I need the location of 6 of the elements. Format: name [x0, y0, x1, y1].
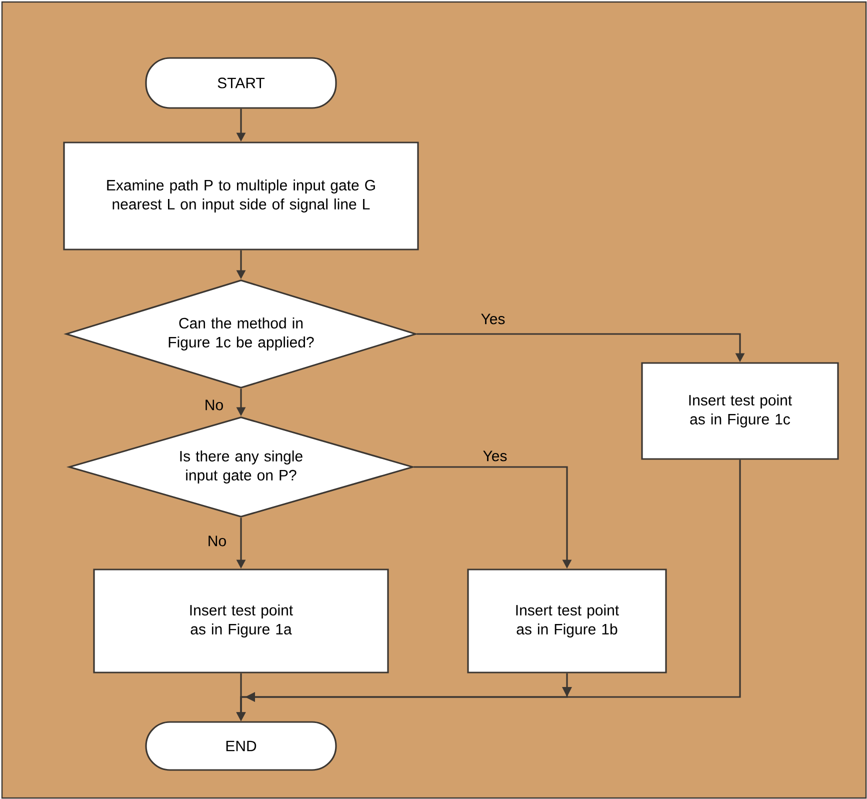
terminal-box: START: [145, 57, 337, 109]
process-box: Insert test point as in Figure 1c: [641, 362, 839, 460]
process-box: Insert test point as in Figure 1a: [93, 568, 389, 674]
process-box: Insert test point as in Figure 1b: [467, 568, 667, 674]
process-box: Examine path P to multiple input gate G nearest L on input side of signal line L: [63, 142, 419, 250]
terminal-box: END: [145, 721, 337, 771]
